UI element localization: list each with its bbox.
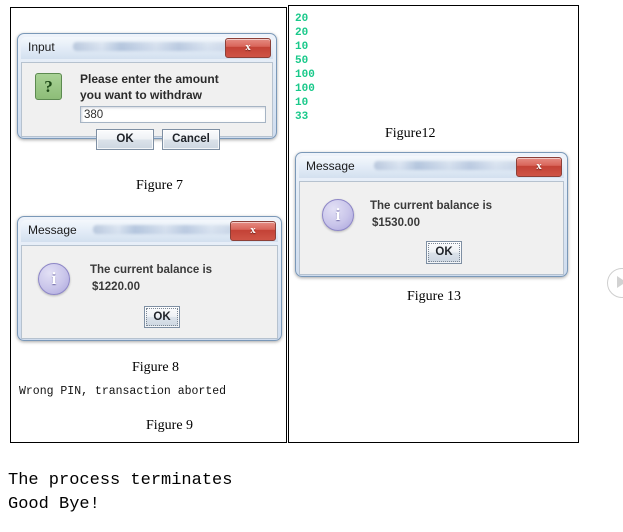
input-dialog[interactable]: Input x ? Please enter the amount you wa… [17, 33, 277, 150]
play-triangle-icon [617, 276, 623, 288]
caption-figure-7: Figure 7 [136, 178, 184, 193]
console-value: 20 [295, 13, 309, 25]
caption-figure-8: Figure 8 [132, 360, 180, 375]
console-value: 20 [295, 27, 309, 39]
play-icon[interactable] [607, 268, 623, 298]
bottom-text-line-1: The process terminates [8, 471, 233, 490]
console-value: 100 [295, 69, 315, 81]
console-value: 33 [295, 111, 309, 123]
balance-text-line-2: $1530.00 [372, 217, 420, 229]
message-dialog-title-left: Message [28, 223, 77, 237]
close-icon[interactable]: x [225, 38, 271, 58]
console-value: 10 [295, 97, 309, 109]
balance-text-line-1: The current balance is [370, 200, 493, 212]
message-dialog-titlebar-right[interactable]: Message x [299, 156, 564, 178]
message-dialog-body-right: i The current balance is $1530.00 OK [299, 181, 564, 275]
balance-message-dialog-right[interactable]: Message x i The current balance is $1530… [295, 152, 568, 277]
console-value: 50 [295, 55, 309, 67]
input-dialog-title-redacted [73, 42, 233, 51]
message-dialog-body-left: i The current balance is $1220.00 OK [21, 245, 278, 339]
wrong-pin-console-line: Wrong PIN, transaction aborted [19, 385, 227, 398]
amount-input[interactable]: 380 [80, 106, 266, 123]
info-icon: i [38, 263, 70, 295]
right-content-panel: 20 20 10 50 100 100 10 33 Figure12 Messa… [288, 5, 579, 443]
close-icon[interactable]: x [230, 221, 276, 241]
input-prompt-line-2: you want to withdraw [80, 88, 202, 102]
caption-figure-13: Figure 13 [407, 289, 462, 304]
caption-figure-9: Figure 9 [146, 418, 194, 433]
left-content-panel: Input x ? Please enter the amount you wa… [10, 7, 287, 443]
ok-button[interactable]: OK [96, 129, 154, 150]
input-dialog-titlebar[interactable]: Input x [21, 37, 273, 59]
console-value: 10 [295, 41, 309, 53]
balance-text-line-1: The current balance is [90, 264, 213, 276]
message-dialog-titlebar-left[interactable]: Message x [21, 220, 278, 242]
input-prompt-line-1: Please enter the amount [80, 72, 219, 86]
caption-figure-12: Figure12 [385, 126, 436, 141]
message-dialog-title-redacted-right [374, 161, 519, 170]
info-icon: i [322, 199, 354, 231]
input-dialog-title: Input [28, 40, 55, 54]
balance-message-dialog-left[interactable]: Message x i The current balance is $1220… [17, 216, 282, 341]
message-dialog-title-redacted-left [93, 225, 233, 234]
ok-button[interactable]: OK [426, 241, 462, 264]
close-icon[interactable]: x [516, 157, 562, 177]
bottom-text-line-2: Good Bye! [8, 495, 100, 514]
cancel-button[interactable]: Cancel [162, 129, 220, 150]
console-value: 100 [295, 83, 315, 95]
message-dialog-title-right: Message [306, 159, 355, 173]
input-dialog-body: ? Please enter the amount you want to wi… [21, 62, 273, 150]
ok-button[interactable]: OK [144, 306, 180, 328]
question-icon: ? [35, 73, 62, 100]
balance-text-line-2: $1220.00 [92, 281, 140, 293]
